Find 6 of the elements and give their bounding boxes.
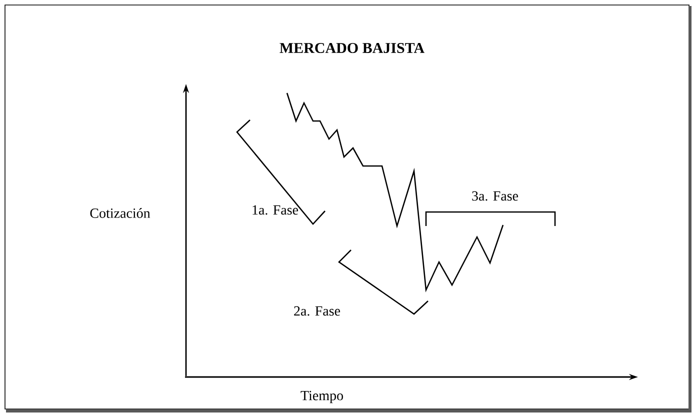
axis-label: Cotización bbox=[90, 208, 150, 218]
chart-title: MERCADO BAJISTA bbox=[280, 42, 424, 54]
phase-label: 1a. Fase bbox=[252, 205, 298, 215]
phase-label: 3a. Fase bbox=[472, 191, 518, 201]
phase-label: 2a. Fase bbox=[294, 306, 340, 316]
axis-label: Tiempo bbox=[300, 390, 343, 404]
